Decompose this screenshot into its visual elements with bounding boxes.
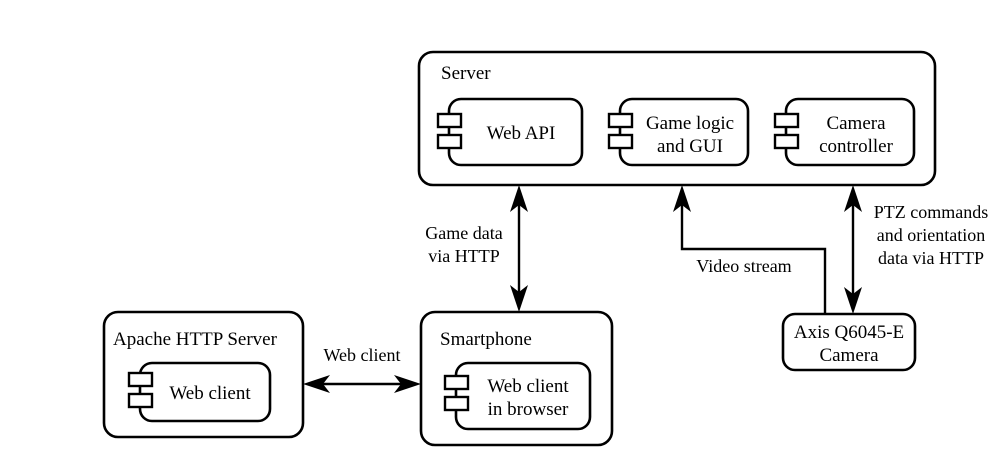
server-title: Server [441,63,491,84]
component-icon-tab-upper [773,112,800,129]
component-icon-tab-upper [127,371,154,388]
web-client-link-arrowhead-right [394,375,421,393]
node-smartphone[interactable]: Smartphone Web client in browser [419,310,614,447]
component-icon-tab-lower [436,133,463,150]
video-stream-path [680,203,827,314]
web-client-browser-label-line1: Web client [487,376,569,397]
edge-web-client-link[interactable]: Web client [303,345,421,393]
game-logic-box[interactable] [618,97,750,167]
camera-controller-box[interactable] [784,97,916,167]
component-camera-controller[interactable]: Camera controller [773,97,916,167]
component-icon-tab-upper [443,374,470,391]
ptz-arrowhead-down [844,287,862,314]
node-axis-camera[interactable]: Axis Q6045-E Camera [781,312,917,372]
ptz-label-line1: PTZ commands [874,202,989,222]
web-api-label: Web API [487,123,556,144]
video-stream-arrowhead-up [673,185,691,212]
web-api-box[interactable] [447,97,584,167]
edge-video-stream[interactable]: Video stream [673,185,827,314]
web-client-label: Web client [169,383,251,404]
component-web-client-apache[interactable]: Web client [127,361,272,423]
ptz-label-line2: and orientation [877,225,985,245]
camera-controller-label-line1: Camera [826,113,886,134]
component-web-api[interactable]: Web API [436,97,584,167]
camera-title-line1: Axis Q6045-E [794,322,904,343]
component-game-logic[interactable]: Game logic and GUI [607,97,750,167]
smartphone-title: Smartphone [440,329,532,350]
camera-outer-box[interactable] [781,312,917,372]
game-data-label-line1: Game data [425,223,502,243]
web-client-browser-label-line2: in browser [488,399,569,420]
game-logic-label-line2: and GUI [657,136,723,157]
component-web-client-in-browser[interactable]: Web client in browser [443,361,592,431]
web-client-box[interactable] [138,361,272,423]
component-icon-tab-upper [436,112,463,129]
component-icon-tab-lower [127,392,154,409]
web-client-link-arrowhead-left [303,375,330,393]
node-server[interactable]: Server Web API Game logic and GUI [417,50,937,187]
video-stream-label: Video stream [696,256,791,276]
game-data-label-line2: via HTTP [428,246,500,266]
camera-title-line2: Camera [819,345,879,366]
component-icon-tab-upper [607,112,634,129]
edge-ptz-commands[interactable]: PTZ commands and orientation data via HT… [844,185,988,314]
component-icon-tab-lower [443,395,470,412]
node-apache-http-server[interactable]: Apache HTTP Server Web client [102,310,305,439]
game-data-arrowhead-down [510,285,528,312]
apache-title: Apache HTTP Server [113,329,278,350]
web-client-link-label: Web client [323,345,400,365]
component-icon-tab-lower [773,133,800,150]
component-icon-tab-lower [607,133,634,150]
ptz-label-line3: data via HTTP [878,248,984,268]
ptz-arrowhead-up [844,185,862,212]
edge-game-data[interactable]: Game data via HTTP [425,185,528,312]
game-data-arrowhead-up [510,185,528,212]
game-logic-label-line1: Game logic [646,113,734,134]
camera-controller-label-line2: controller [819,136,894,157]
